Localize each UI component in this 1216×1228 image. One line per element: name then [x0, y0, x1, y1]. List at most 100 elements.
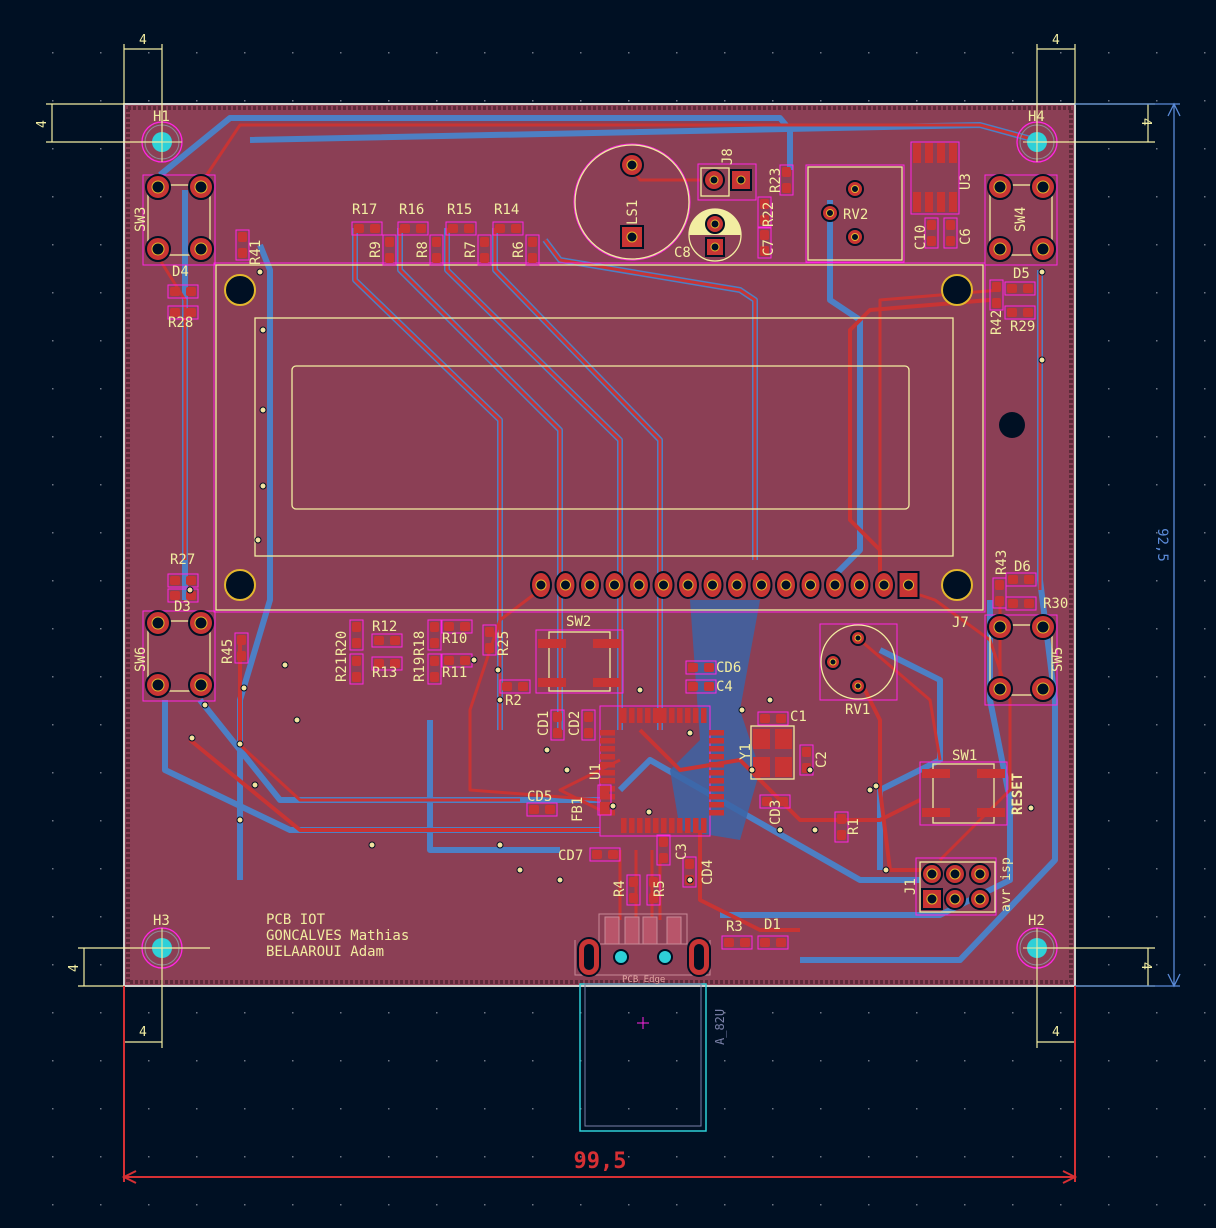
component-r45[interactable]	[234, 632, 249, 664]
component-c2[interactable]	[799, 744, 814, 776]
reset-label: RESET	[1010, 773, 1026, 815]
grid-dot	[100, 196, 102, 198]
usb-connector[interactable]	[574, 913, 711, 1132]
component-c4[interactable]	[685, 679, 717, 694]
u1-pin	[709, 746, 724, 752]
component-r15[interactable]	[445, 221, 477, 236]
isp-header-j1[interactable]	[915, 857, 997, 916]
component-r23[interactable]	[779, 164, 794, 196]
component-d4[interactable]	[167, 284, 199, 299]
via	[766, 696, 774, 704]
component-cd1[interactable]	[550, 709, 565, 741]
ref-label-r9: R9	[368, 241, 384, 258]
component-c7[interactable]	[757, 227, 772, 259]
grid-dot	[724, 1108, 726, 1110]
component-d5[interactable]	[1004, 281, 1036, 296]
component-c10[interactable]	[924, 217, 939, 249]
j7-header[interactable]	[530, 571, 920, 599]
component-r11[interactable]	[441, 653, 473, 668]
switch-sw5[interactable]	[984, 614, 1058, 706]
switch-sw2[interactable]	[535, 629, 624, 694]
component-r29[interactable]	[1004, 305, 1036, 320]
component-r18[interactable]	[427, 619, 442, 651]
ref-label-sw2: SW2	[566, 614, 591, 630]
component-r20[interactable]	[349, 619, 364, 651]
grid-dot	[1108, 292, 1110, 294]
component-c1[interactable]	[757, 711, 789, 726]
component-c6[interactable]	[943, 217, 958, 249]
grid-dot	[436, 1204, 438, 1206]
component-r43[interactable]	[992, 577, 1007, 609]
component-r1[interactable]	[834, 811, 849, 843]
component-r17[interactable]	[351, 221, 383, 236]
u1-pin	[685, 818, 691, 833]
component-r14[interactable]	[492, 221, 524, 236]
component-r16[interactable]	[397, 221, 429, 236]
ref-label-cd1: CD1	[536, 711, 552, 736]
grid-dot	[1060, 100, 1062, 102]
grid-dot	[292, 1204, 294, 1206]
component-d6[interactable]	[1005, 572, 1037, 587]
component-r7[interactable]	[477, 234, 492, 266]
svg-text:4: 4	[139, 1025, 147, 1040]
grid-dot	[1012, 1156, 1014, 1158]
component-r12[interactable]	[371, 633, 403, 648]
crystal-y1[interactable]	[750, 725, 795, 780]
component-r10[interactable]	[441, 619, 473, 634]
component-cd2[interactable]	[581, 709, 596, 741]
component-d1[interactable]	[757, 935, 789, 950]
component-r8[interactable]	[429, 234, 444, 266]
component-r42[interactable]	[989, 279, 1004, 311]
component-cd6[interactable]	[685, 660, 717, 675]
grid-dot	[1204, 1108, 1206, 1110]
via	[748, 766, 756, 774]
component-cd7[interactable]	[589, 847, 621, 862]
component-r25[interactable]	[482, 624, 497, 656]
switch-sw6[interactable]	[142, 610, 216, 702]
switch-sw1[interactable]	[919, 761, 1008, 826]
component-c3[interactable]	[656, 834, 671, 866]
u1-pin	[669, 818, 675, 833]
component-r21[interactable]	[349, 653, 364, 685]
component-r5[interactable]	[646, 874, 661, 906]
component-r9[interactable]	[382, 234, 397, 266]
grid-dot	[1108, 100, 1110, 102]
u1-pin	[693, 708, 699, 723]
component-r6[interactable]	[525, 234, 540, 266]
potentiometer-rv1[interactable]	[819, 623, 898, 701]
component-r28[interactable]	[167, 305, 199, 320]
component-r22[interactable]	[757, 196, 772, 228]
via	[259, 406, 267, 414]
grid-dot	[1204, 532, 1206, 534]
grid-dot	[1156, 100, 1158, 102]
grid-dot	[1108, 724, 1110, 726]
lcd-courtyard	[213, 262, 986, 613]
buzzer-ls1[interactable]	[573, 143, 691, 261]
component-cd5[interactable]	[526, 802, 558, 817]
component-r13[interactable]	[371, 656, 403, 671]
ic-u3[interactable]	[910, 141, 960, 215]
connector-j8[interactable]	[697, 163, 757, 201]
component-fb1[interactable]	[597, 784, 612, 816]
via	[686, 729, 694, 737]
component-r30[interactable]	[1005, 596, 1037, 611]
component-r19[interactable]	[427, 653, 442, 685]
ref-label-c3: C3	[674, 843, 690, 860]
component-r2[interactable]	[499, 679, 531, 694]
grid-dot	[244, 1204, 246, 1206]
component-r4[interactable]	[626, 874, 641, 906]
ref-label-r45: R45	[220, 639, 236, 664]
component-cd3[interactable]	[759, 794, 791, 809]
component-r41[interactable]	[235, 229, 250, 261]
switch-sw4[interactable]	[984, 174, 1058, 266]
component-r27[interactable]	[167, 573, 199, 588]
u1-pin	[701, 818, 707, 833]
component-r3[interactable]	[721, 935, 753, 950]
potentiometer-rv2[interactable]	[805, 164, 905, 263]
board-outline[interactable]	[123, 103, 1076, 987]
component-d3[interactable]	[167, 588, 199, 603]
capacitor-c8[interactable]	[688, 208, 742, 262]
switch-sw3[interactable]	[142, 174, 216, 266]
u1-pin	[645, 818, 651, 833]
